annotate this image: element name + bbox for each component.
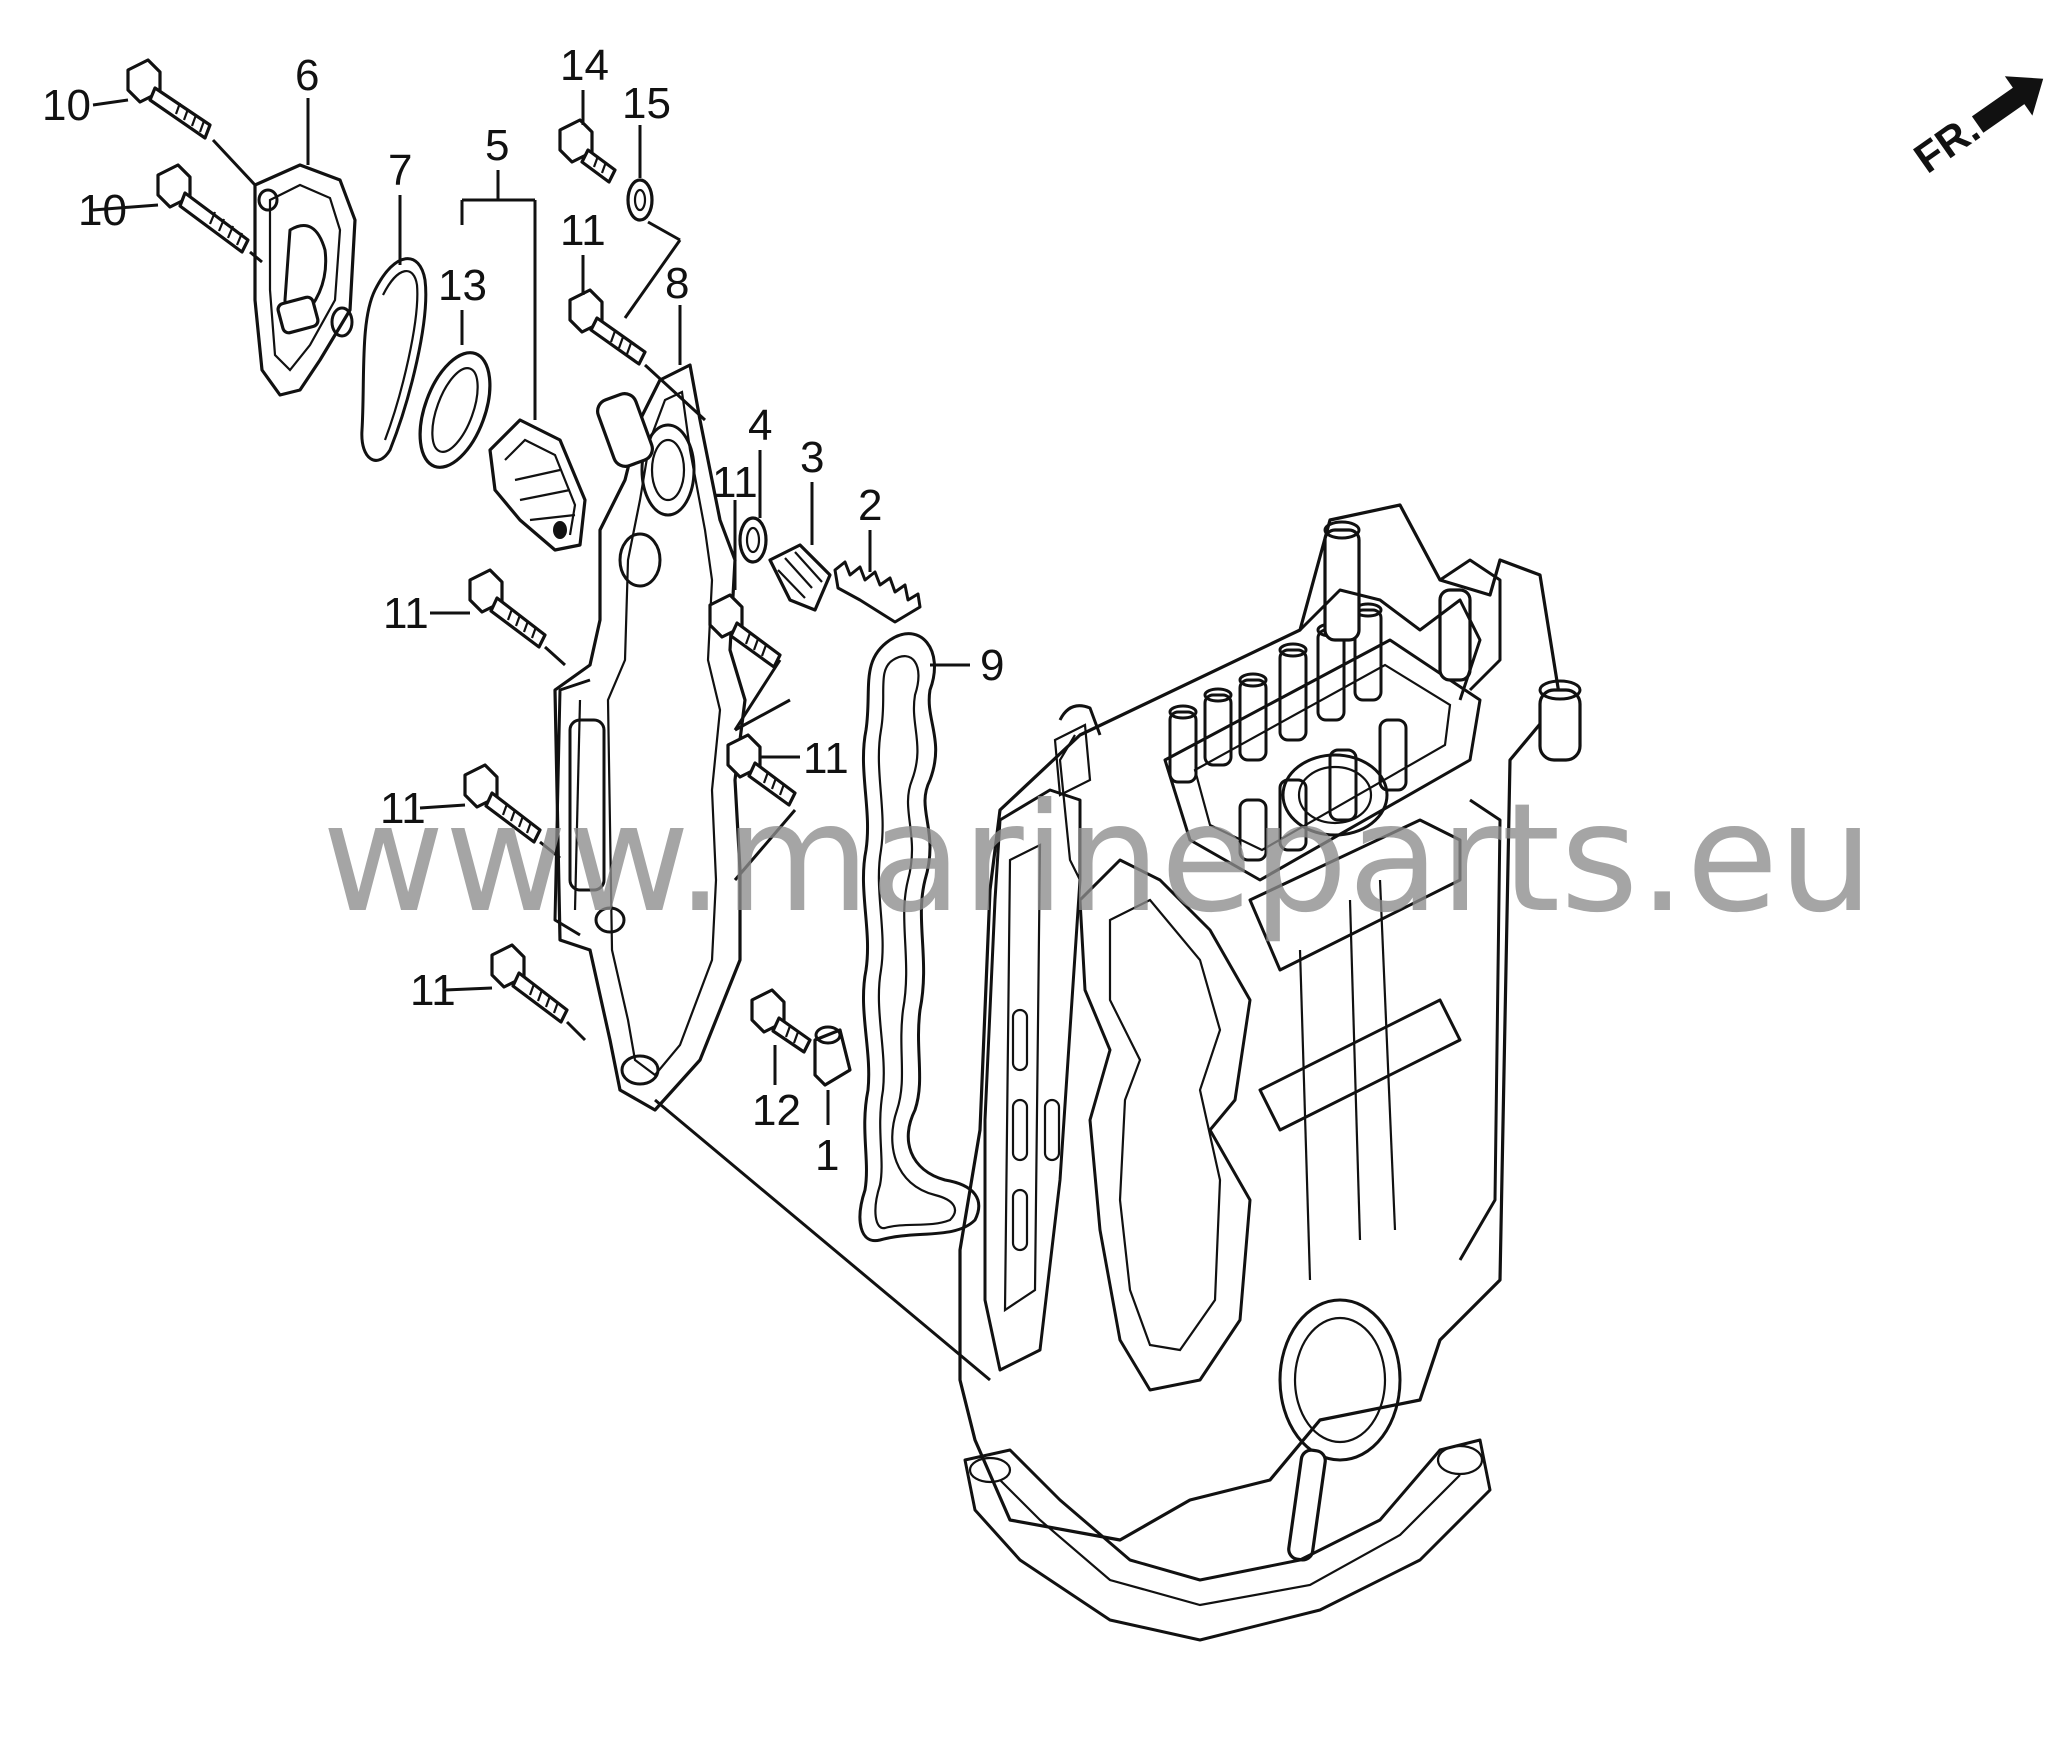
washer-15 [626,178,654,222]
callout-5: 5 [485,121,509,170]
bolt-14 [558,118,617,184]
callout-8: 8 [665,259,689,308]
callout-3: 3 [800,433,824,482]
bolt-10-upper [126,58,212,140]
callout-2: 2 [858,481,882,530]
callout-9: 9 [980,641,1004,690]
callout-12: 12 [752,1086,801,1135]
watermark: www.marineparts.eu [322,772,1874,946]
bolt-11-left-lower [490,943,569,1024]
callout-11-left-middle: 11 [380,784,426,833]
callout-10-upper: 10 [42,81,91,130]
front-direction-indicator: FR. [1905,76,2044,182]
bolt-11-left-middle [463,763,542,844]
callout-numbers: 10 10 6 7 5 13 14 15 11 8 4 3 2 11 9 11 … [42,41,1004,1180]
spring-2 [833,560,922,624]
collar-1 [813,1025,852,1087]
leader-lines [92,90,991,1382]
bolt-10-lower [156,163,250,254]
relief-valve-3 [768,543,832,612]
callout-15: 15 [622,79,671,128]
callout-11-top: 11 [560,206,606,255]
bolt-11-right-middle [726,733,797,807]
callout-4: 4 [748,401,772,450]
thermostat-5 [488,418,587,552]
bolt-11-top [568,288,647,366]
callout-13: 13 [438,261,487,310]
thermostat-cover-6 [253,163,357,397]
callout-11-right-middle: 11 [803,734,849,783]
front-direction-arrow-icon [1971,76,2044,133]
callout-14: 14 [560,41,609,90]
callout-10-lower: 10 [78,186,127,235]
seal-ring-13 [418,351,492,469]
water-jacket-cover-8 [553,363,747,1112]
washer-4 [738,516,768,564]
callout-6: 6 [295,51,319,100]
bolt-11-left-upper [468,568,547,649]
callout-11-left-upper: 11 [383,589,429,638]
bolts [126,58,812,1054]
callout-11-left-lower: 11 [410,966,456,1015]
callout-7: 7 [388,146,412,195]
o-ring-7 [360,257,428,462]
bolt-12 [750,988,812,1054]
callout-1: 1 [815,1131,839,1180]
gasket-9 [858,632,981,1243]
callout-11-right-upper: 11 [712,458,758,507]
cylinder-block [958,503,1582,1642]
